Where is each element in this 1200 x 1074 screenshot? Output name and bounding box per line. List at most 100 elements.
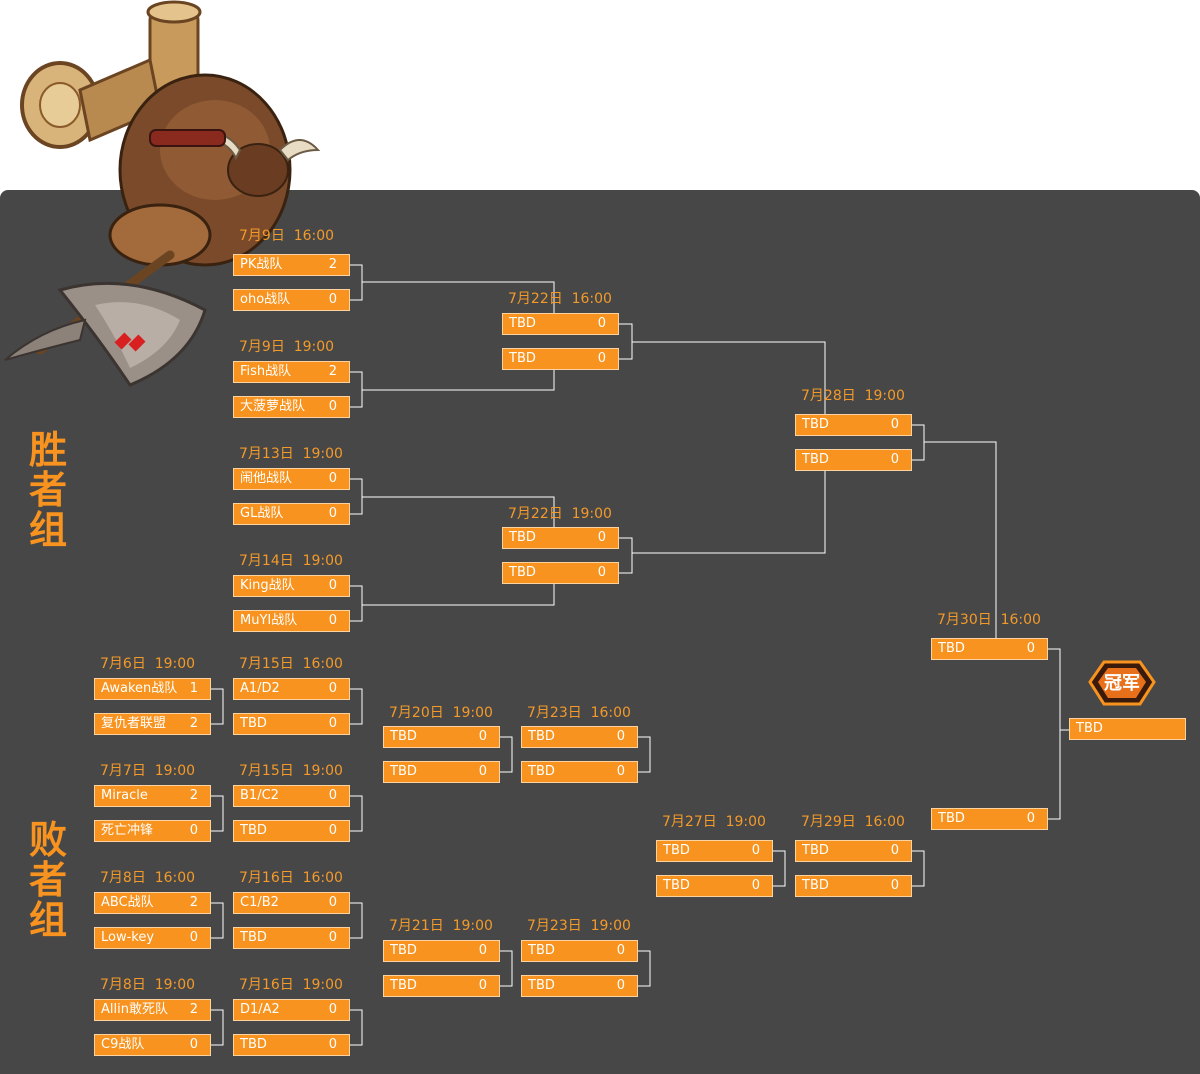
team-name: 闹他战队 [240,471,293,486]
team-score: 0 [751,843,760,858]
team-score: 2 [328,257,337,272]
losers-label-char-2: 者 [28,858,67,902]
winners-r1-match-4-date: 7月14日 19:00 [239,553,343,569]
team-score: 0 [189,823,198,838]
losers-final-match-date: 7月29日 16:00 [801,814,905,830]
losers-r2-match-2-team-2[interactable]: TBD 0 [233,820,350,842]
bracket-panel [0,190,1200,1074]
losers-r3-match-2-date: 7月21日 19:00 [389,918,493,934]
losers-r3-match-1-team-1[interactable]: TBD 0 [383,726,500,748]
team-score: 0 [597,351,606,366]
losers-r2-match-4-date: 7月16日 19:00 [239,977,343,993]
team-score: 0 [328,895,337,910]
losers-r2-match-1-team-1[interactable]: A1/D2 0 [233,678,350,700]
losers-r1-match-3-date: 7月8日 16:00 [100,870,196,886]
team-score: 0 [1026,641,1035,656]
team-score: 1 [189,681,198,696]
team-score: 0 [328,681,337,696]
team-score: 0 [328,1002,337,1017]
team-score: 0 [597,530,606,545]
champion-emblem-icon: 冠军 [1088,660,1156,706]
team-name: Allin敢死队 [101,1002,168,1017]
team-score: 0 [1026,811,1035,826]
losers-label-char-1: 败 [28,818,67,862]
losers-r2-match-2-date: 7月15日 19:00 [239,763,343,779]
team-score: 0 [890,843,899,858]
winners-r2-match-1-date: 7月22日 16:00 [508,291,612,307]
team-score: 0 [328,471,337,486]
winners-r2-match-1-team-2[interactable]: TBD 0 [502,348,619,370]
team-name: A1/D2 [240,681,280,696]
winners-r1-match-3-team-1[interactable]: 闹他战队 0 [233,468,350,490]
champion-slot[interactable]: TBD [1069,718,1186,740]
team-name: TBD [240,823,267,838]
losers-r4-match-2-date: 7月23日 19:00 [527,918,631,934]
losers-r1-match-1-date: 7月6日 19:00 [100,656,196,672]
losers-r1-match-1-team-2[interactable]: 复仇者联盟 2 [94,713,211,735]
team-score: 0 [478,943,487,958]
team-score: 0 [616,978,625,993]
team-name: TBD [390,729,417,744]
team-score: 0 [328,823,337,838]
team-score: 0 [890,452,899,467]
team-score: 0 [597,565,606,580]
team-score: 0 [478,764,487,779]
team-name: TBD [240,930,267,945]
team-score: 0 [328,292,337,307]
team-score: 0 [890,417,899,432]
team-name: 死亡冲锋 [101,823,154,838]
team-score: 0 [616,729,625,744]
losers-r1-match-3-team-2[interactable]: Low-key 0 [94,927,211,949]
team-name: TBD [1076,721,1103,736]
team-name: Fish战队 [240,364,292,379]
team-name: GL战队 [240,506,284,521]
team-name: TBD [663,843,690,858]
losers-r1-match-2-team-2[interactable]: 死亡冲锋 0 [94,820,211,842]
winners-bracket-label: 胜 者 组 [26,430,70,550]
team-score: 2 [189,716,198,731]
team-score: 0 [478,729,487,744]
team-name: Low-key [101,930,155,945]
losers-r5-match-team-1[interactable]: TBD 0 [656,840,773,862]
team-name: 复仇者联盟 [101,716,167,731]
team-name: TBD [528,943,555,958]
team-name: TBD [509,351,536,366]
team-score: 0 [597,316,606,331]
team-score: 0 [189,930,198,945]
